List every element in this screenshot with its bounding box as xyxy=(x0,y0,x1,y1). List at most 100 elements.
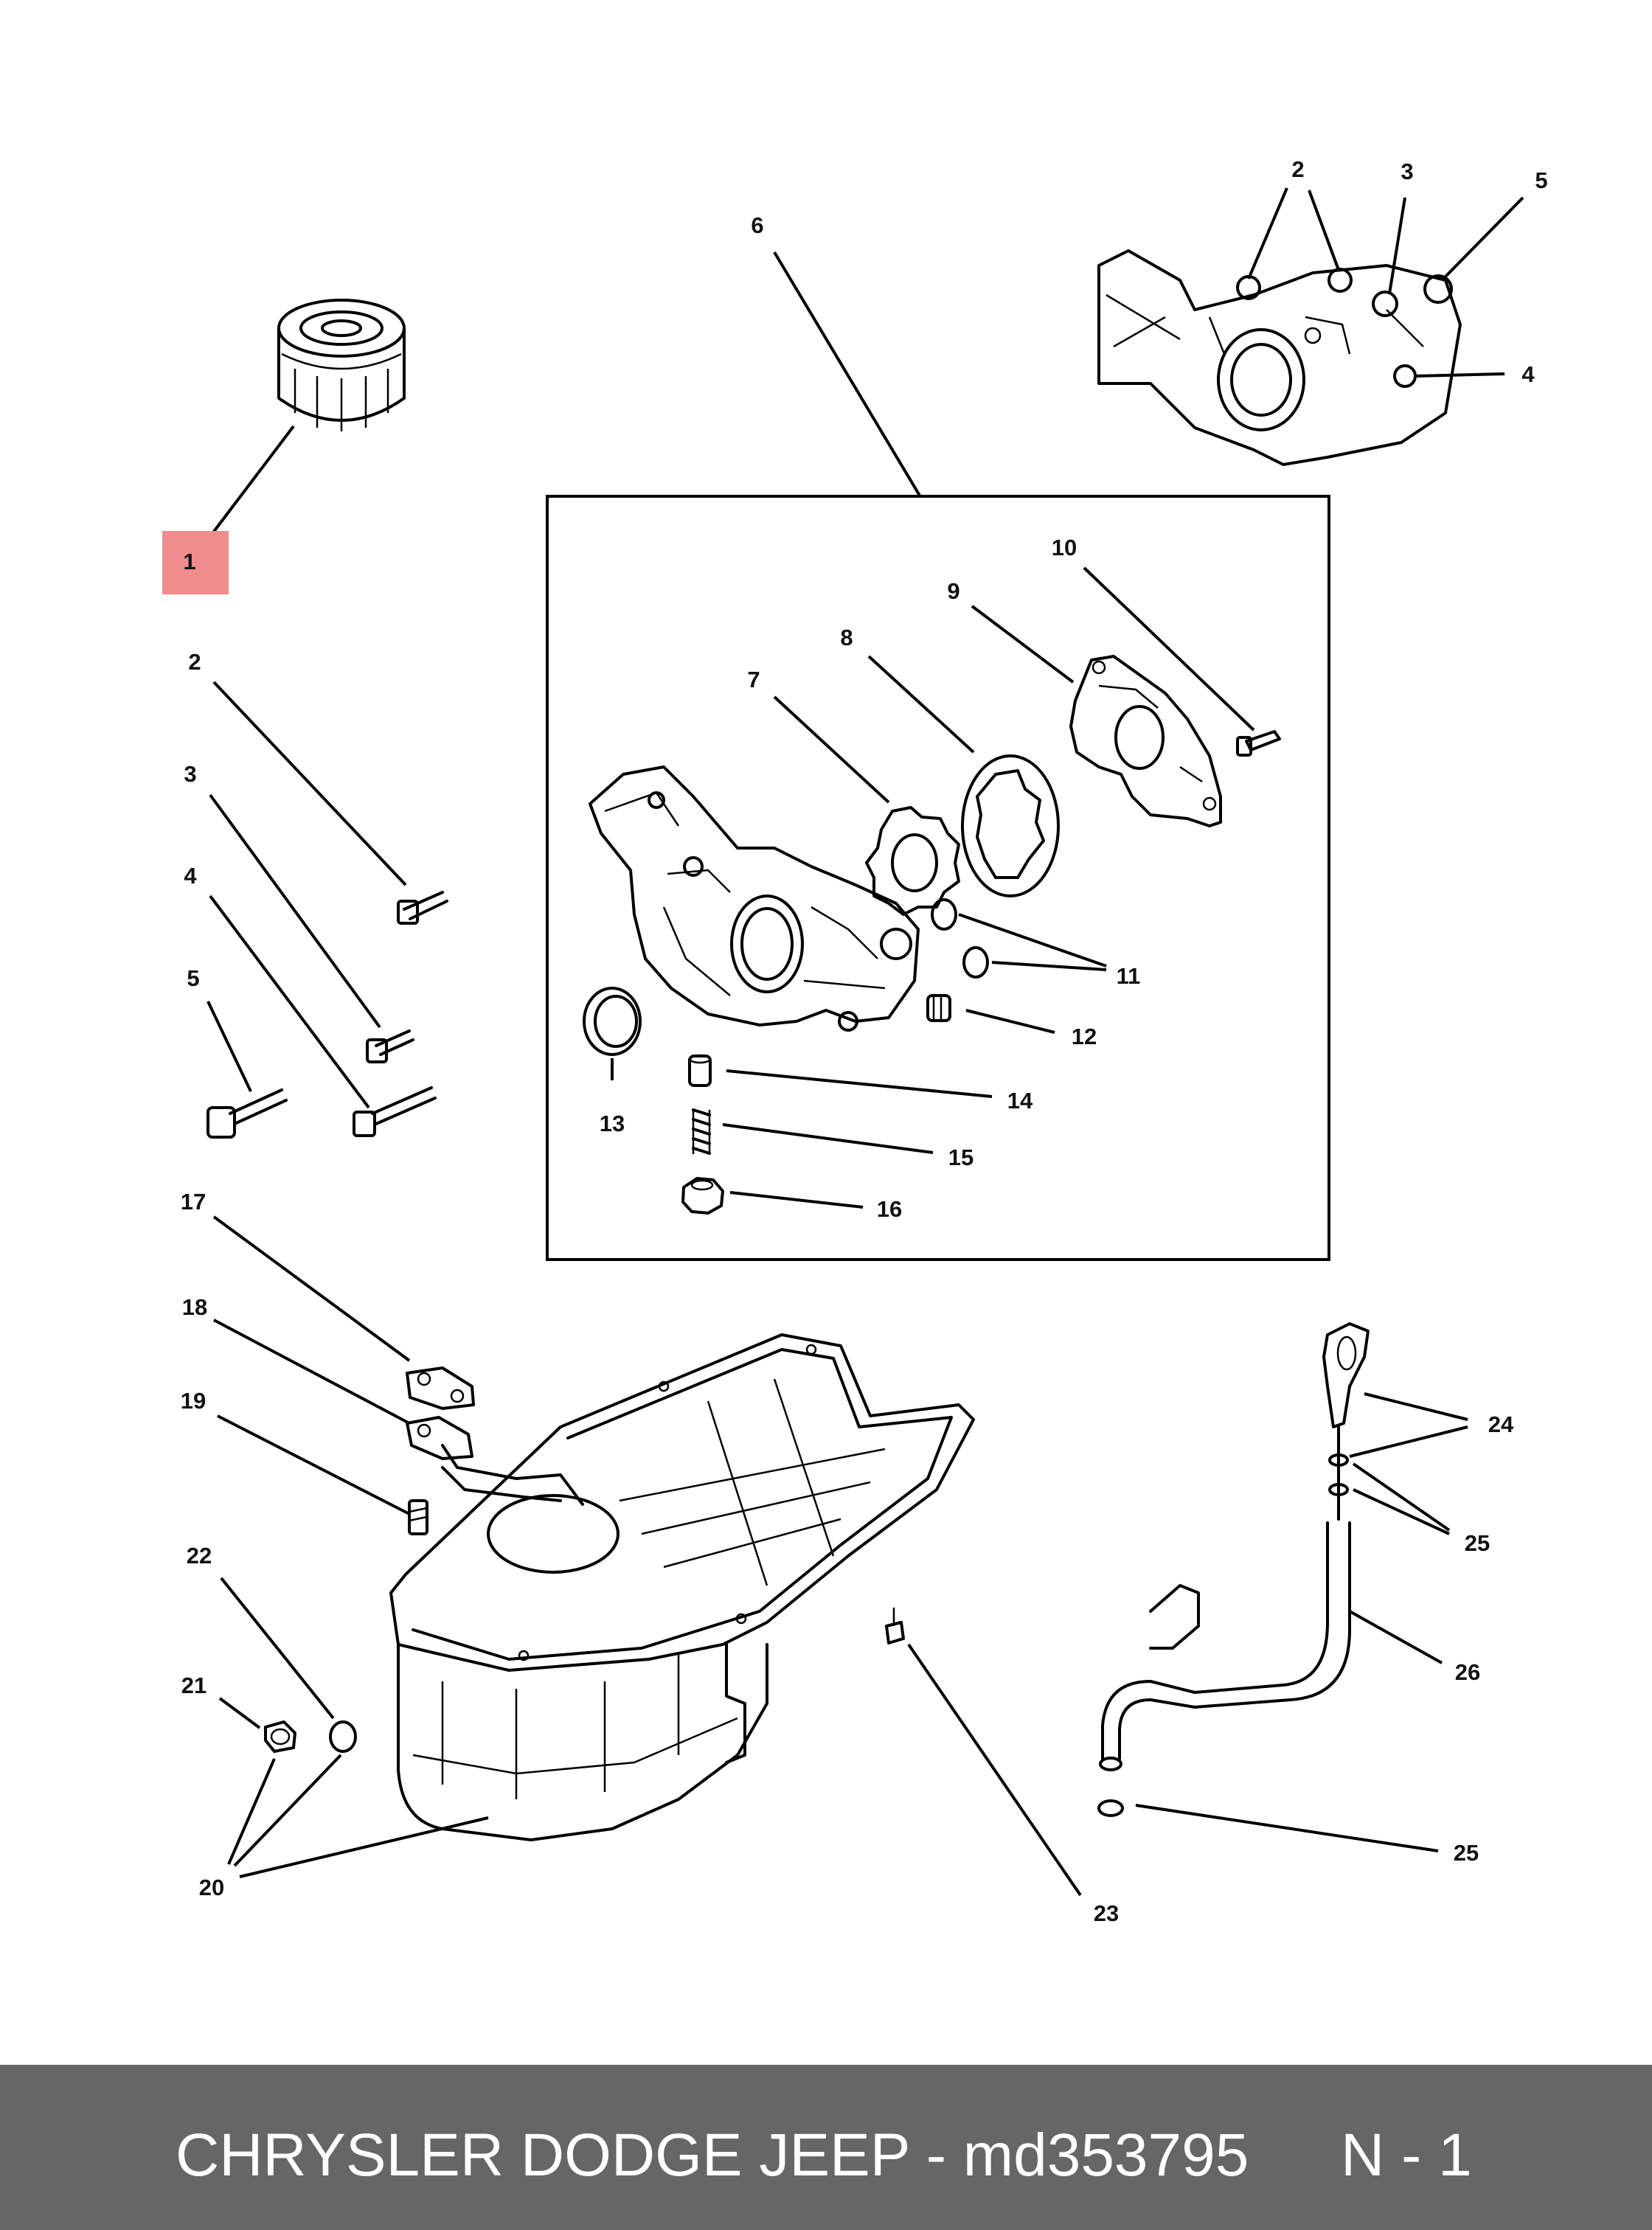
callout-4-overview: 4 xyxy=(1521,361,1535,387)
callout-17: 17 xyxy=(181,1189,206,1215)
callout-16: 16 xyxy=(877,1196,902,1222)
leader-line-25a-1 xyxy=(1352,1462,1451,1532)
leader-line-20b xyxy=(233,1754,342,1867)
leader-line-2b-a xyxy=(1247,187,1288,279)
callout-3: 3 xyxy=(184,761,196,787)
leader-line-25a-2 xyxy=(1353,1488,1450,1535)
relief-plunger-14-drawing xyxy=(688,1054,712,1087)
leader-line-26 xyxy=(1349,1610,1443,1664)
callout-19: 19 xyxy=(181,1388,206,1414)
leader-line-16 xyxy=(729,1191,864,1209)
callout-18: 18 xyxy=(182,1294,207,1320)
exploded-parts-diagram: 1 2 3 5 4 2 3 4 5 xyxy=(162,156,1548,1926)
leader-line-23 xyxy=(907,1643,1082,1897)
callout-7: 7 xyxy=(747,667,760,692)
callout-3-overview: 3 xyxy=(1401,159,1413,184)
o-ring-25-lower-drawing xyxy=(1097,1799,1124,1817)
leader-line-5a xyxy=(206,1001,252,1092)
callout-21: 21 xyxy=(181,1672,206,1698)
leader-line-19 xyxy=(217,1414,410,1515)
bolt-2-drawing xyxy=(397,891,448,925)
bolt-4-drawing xyxy=(353,1086,437,1137)
leader-line-10 xyxy=(1083,566,1255,732)
leader-line-20a xyxy=(227,1758,276,1865)
leader-line-18 xyxy=(213,1319,410,1425)
leader-line-3b xyxy=(1388,197,1406,294)
pump-cover-drawing xyxy=(1069,655,1222,827)
callout-6: 6 xyxy=(751,212,763,238)
leader-line-3a xyxy=(209,793,381,1029)
callout-5-overview: 5 xyxy=(1535,167,1547,193)
screw-10-drawing xyxy=(1236,730,1281,757)
leader-line-14 xyxy=(726,1069,993,1098)
leader-line-2a xyxy=(212,681,407,886)
dipstick-tube-drawing xyxy=(1099,1521,1351,1771)
leader-line-20c xyxy=(239,1816,489,1878)
callout-8: 8 xyxy=(840,625,853,650)
callout-26: 26 xyxy=(1455,1659,1480,1685)
callout-2-overview: 2 xyxy=(1291,156,1304,182)
leader-line-8 xyxy=(867,655,975,754)
callout-10: 10 xyxy=(1052,535,1077,560)
callout-9: 9 xyxy=(947,578,959,604)
strainer-flange-18-drawing xyxy=(406,1416,473,1460)
oil-filter-drawing xyxy=(277,299,406,431)
callout-11: 11 xyxy=(1117,963,1141,989)
callout-25-upper: 25 xyxy=(1465,1530,1490,1556)
leader-line-1 xyxy=(209,425,295,537)
o-rings-11-drawing xyxy=(931,898,989,979)
leader-line-25b xyxy=(1135,1804,1439,1852)
callout-24: 24 xyxy=(1488,1411,1514,1437)
callout-4: 4 xyxy=(184,863,197,889)
bolt-3-drawing xyxy=(366,1029,414,1063)
leader-line-7 xyxy=(773,695,890,804)
leader-line-11a xyxy=(958,913,1107,968)
leader-line-2b-b xyxy=(1308,190,1340,271)
cap-16-drawing xyxy=(681,1177,724,1215)
leader-line-5b xyxy=(1444,196,1524,278)
leader-line-21 xyxy=(218,1697,261,1729)
leader-line-17 xyxy=(212,1215,411,1362)
oil-seal-13-drawing xyxy=(583,987,642,1056)
inner-rotor-drawing xyxy=(865,806,960,916)
callout-22: 22 xyxy=(187,1543,212,1569)
drain-gasket-22-drawing xyxy=(329,1720,357,1753)
bolt-23-drawing xyxy=(885,1608,905,1644)
footer-page-number: N - 1 xyxy=(1341,2122,1472,2189)
leader-line-9 xyxy=(971,605,1075,684)
leader-line-6 xyxy=(773,251,921,497)
callout-14: 14 xyxy=(1007,1088,1033,1114)
dipstick-drawing xyxy=(1322,1322,1370,1521)
callout-23: 23 xyxy=(1094,1900,1119,1926)
footer-title: CHRYSLER DODGE JEEP - md353795 xyxy=(176,2122,1249,2189)
leader-line-24a xyxy=(1364,1392,1468,1421)
bolt-19-drawing xyxy=(408,1499,428,1535)
callout-5: 5 xyxy=(187,965,199,991)
drain-plug-21-drawing xyxy=(264,1720,296,1753)
callout-12: 12 xyxy=(1072,1024,1097,1049)
callout-13: 13 xyxy=(600,1111,625,1136)
leader-line-15 xyxy=(722,1123,934,1154)
bolt-5-drawing xyxy=(206,1088,288,1139)
leader-line-24b xyxy=(1349,1425,1468,1458)
highlight-box-1 xyxy=(162,531,229,594)
leader-line-4a xyxy=(209,895,370,1109)
callout-25-lower: 25 xyxy=(1454,1840,1479,1866)
plug-12-drawing xyxy=(926,994,951,1022)
leader-line-4b xyxy=(1414,372,1505,378)
callout-2: 2 xyxy=(188,649,201,675)
spring-15-drawing xyxy=(692,1108,711,1155)
callout-1: 1 xyxy=(183,549,195,574)
oil-pump-overview-drawing xyxy=(1097,249,1462,466)
leader-line-11b xyxy=(991,961,1107,971)
outer-rotor-drawing xyxy=(961,754,1060,897)
footer-bar: CHRYSLER DODGE JEEP - md353795 N - 1 xyxy=(0,2065,1652,2230)
gasket-17-drawing xyxy=(406,1366,475,1410)
oil-pump-detail-box xyxy=(546,495,1330,1261)
pump-housing-drawing xyxy=(589,765,920,1032)
leader-line-22 xyxy=(220,1577,335,1720)
callout-15: 15 xyxy=(948,1144,974,1170)
oil-pan-drawing xyxy=(389,1333,975,1841)
leader-line-12 xyxy=(965,1009,1055,1034)
callout-20: 20 xyxy=(199,1875,224,1900)
